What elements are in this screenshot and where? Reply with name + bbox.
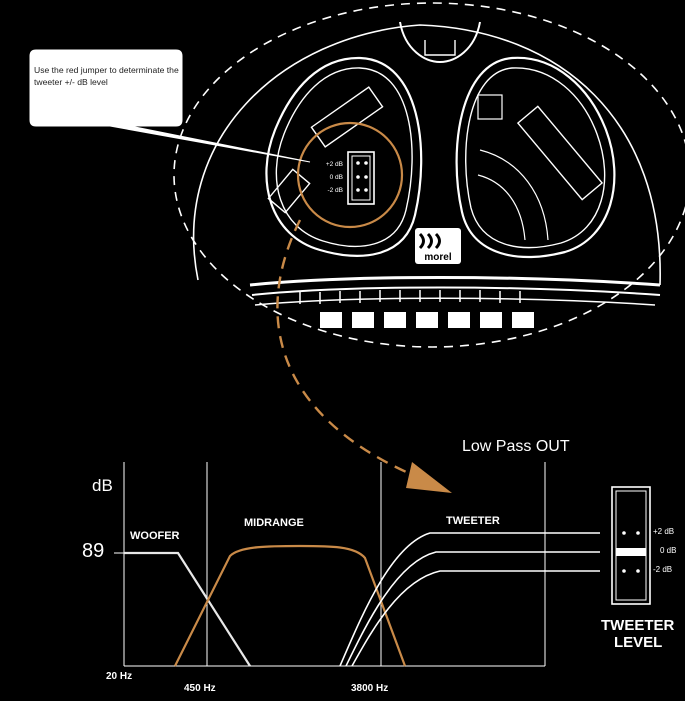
midrange-label: MIDRANGE (244, 517, 304, 529)
tweeter-level-plus2-label: +2 dB (653, 527, 675, 536)
jumper-highlight-circle (296, 121, 404, 229)
right-cavity-arc-2 (477, 174, 526, 241)
morel-logo: morel (415, 228, 461, 264)
jumper-block (347, 151, 375, 205)
tweeter-level-minus2-label: -2 dB (653, 565, 673, 574)
left-cavity-component-2 (267, 168, 311, 214)
freq-tick-3800hz: 3800 Hz (351, 683, 389, 694)
jumper-pins (356, 161, 368, 192)
midrange-curve (174, 544, 407, 667)
right-cavity-arc (479, 149, 549, 241)
housing-outer-arc (192, 24, 661, 286)
right-cavity-outer (455, 56, 616, 259)
dashed-arrow-head (406, 462, 452, 493)
tweeter-level-title-1: TWEETER (601, 617, 675, 634)
y-unit-label: dB (92, 476, 113, 495)
woofer-curve (124, 551, 251, 667)
morel-logo-text: morel (424, 252, 451, 263)
callout-text: Use the red jumper to determinate the tw… (34, 65, 179, 87)
right-cavity-component (516, 105, 604, 201)
jumper-block-inner (351, 155, 371, 201)
connector-strip (249, 276, 661, 328)
freq-tick-20hz: 20 Hz (106, 671, 133, 682)
housing-top-notch-inner (424, 40, 456, 56)
left-cavity-outer (265, 56, 423, 257)
jumper-label-0: 0 dB (330, 174, 343, 181)
right-cavity-component-2 (477, 94, 503, 120)
right-cavity-inner (465, 67, 606, 249)
tweeter-level-0-label: 0 dB (660, 546, 677, 555)
woofer-label: WOOFER (130, 530, 180, 542)
callout-bubble (29, 49, 311, 163)
tweeter-level-jumper (611, 486, 651, 605)
tweeter-label: TWEETER (446, 515, 500, 527)
freq-tick-450hz: 450 Hz (184, 683, 216, 694)
level-value-label: 89 (82, 540, 105, 562)
jumper-label-minus2: -2 dB (327, 187, 343, 194)
jumper-label-plus2: +2 dB (326, 161, 343, 168)
tweeter-curve-plus2 (339, 532, 600, 667)
tweeter-curve-0 (345, 551, 600, 667)
tweeter-level-title-2: LEVEL (614, 634, 663, 651)
dashed-arrow (276, 219, 421, 480)
housing-dashed-outline (173, 2, 685, 348)
low-pass-label: Low Pass OUT (462, 438, 570, 455)
left-cavity-component (310, 86, 384, 148)
left-cavity-inner (275, 67, 413, 247)
tweeter-curve-minus2 (351, 570, 600, 667)
housing-top-notch (399, 21, 481, 64)
